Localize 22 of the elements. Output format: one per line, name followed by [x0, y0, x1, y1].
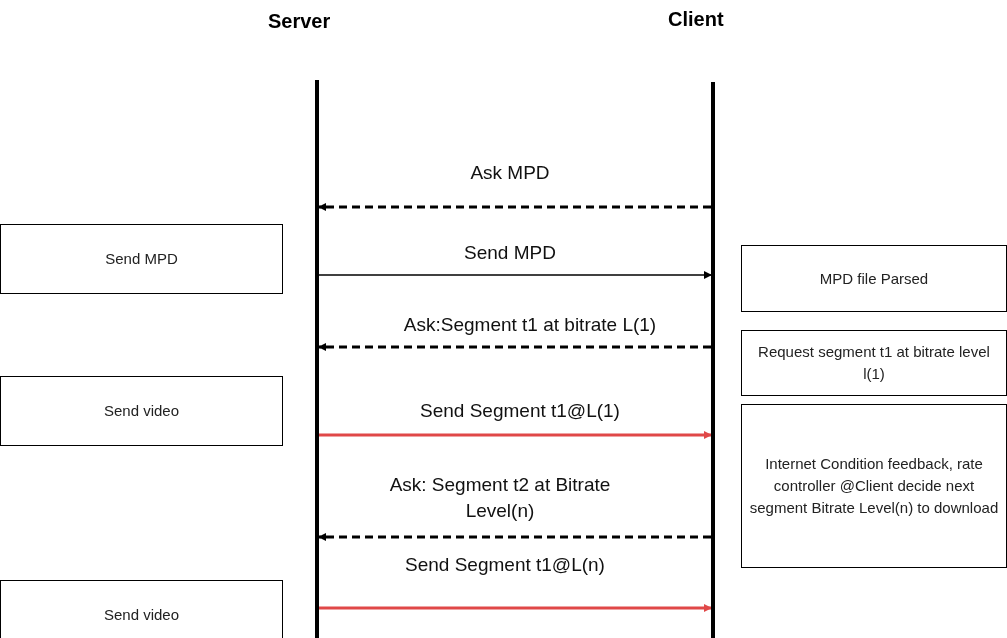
- process-box: [0, 580, 283, 638]
- participant-label: Client: [668, 7, 724, 32]
- box-text: Send video: [103, 605, 180, 625]
- box-text: MPD file Parsed: [819, 268, 929, 289]
- participant-label: Server: [268, 9, 331, 34]
- process-box: [0, 376, 283, 446]
- process-box: [741, 404, 1007, 568]
- lifeline: [315, 80, 319, 638]
- box-text: Request segment t1 at bitrate level l(1): [757, 342, 991, 384]
- box-text: Internet Condition feedback, rate controller @Client decide next segment Bitrate Level(n) to download: [748, 454, 1000, 518]
- arrow: [318, 533, 711, 541]
- arrow: [319, 604, 712, 612]
- arrow: [318, 271, 712, 279]
- process-box: [0, 224, 283, 294]
- arrow: [318, 203, 711, 211]
- process-box: [741, 245, 1007, 312]
- box-text: Send MPD: [105, 249, 178, 269]
- arrow: [319, 431, 712, 439]
- box-text: Send video: [103, 401, 180, 421]
- arrow: [318, 343, 711, 351]
- lifeline: [711, 82, 715, 638]
- process-box: [741, 330, 1007, 396]
